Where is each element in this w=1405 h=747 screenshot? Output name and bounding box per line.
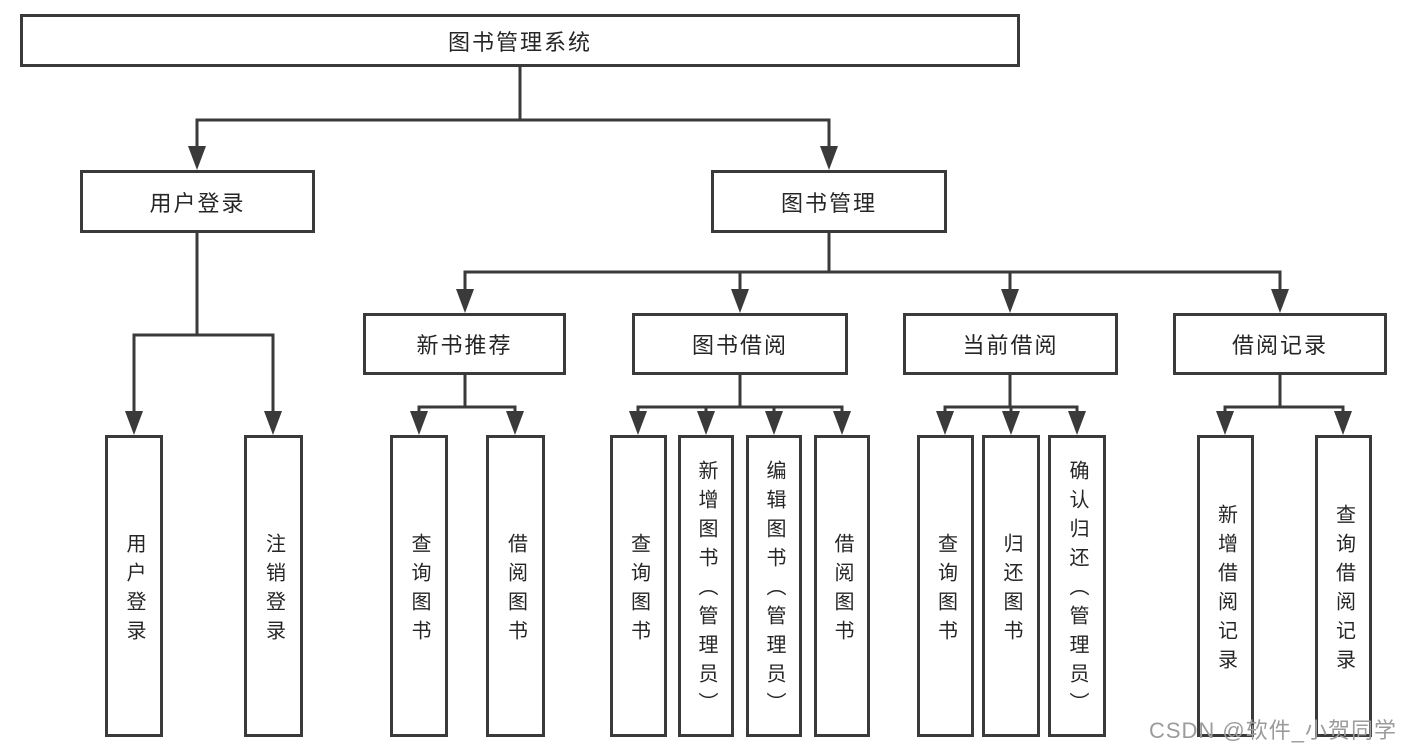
node-book-management: 图书管理 [711,170,947,233]
arrow-down-icon [1271,289,1289,313]
arrow-down-icon [820,146,838,170]
node-label: 图书管理 [780,190,877,216]
node-label: 新书推荐 [416,333,513,358]
arrow-down-icon [1216,411,1234,435]
arrow-down-icon [765,411,783,435]
leaf-logout: 注销登录 [244,435,303,737]
arrow-down-icon [264,411,282,435]
leaf-return-books: 归还图书 [982,435,1040,737]
node-label: 查询图书 [627,532,650,649]
node-current-borrowing: 当前借阅 [903,313,1118,375]
leaf-borrow-books-borrowing: 借阅图书 [814,435,870,737]
arrow-down-icon [1068,411,1086,435]
node-label: 借阅图书 [504,532,527,649]
node-root-system: 图书管理系统 [20,14,1020,67]
node-label: 新增借阅记录 [1214,503,1237,678]
csdn-watermark: CSDN @软件_小贺同学 [1148,718,1397,743]
node-label: 用户登录 [123,532,145,649]
leaf-query-books-current: 查询图书 [917,435,974,737]
node-label: 注销登录 [262,532,285,649]
node-new-book-recommend: 新书推荐 [363,313,566,375]
node-borrowing-records: 借阅记录 [1173,313,1387,375]
arrow-down-icon [629,411,647,435]
arrow-down-icon [697,411,715,435]
leaf-add-borrow-record: 新增借阅记录 [1197,435,1254,737]
node-label: 用户登录 [149,190,246,216]
node-label: 借阅记录 [1231,333,1328,358]
node-label: 归还图书 [1000,532,1022,649]
node-label: 新增图书（管理员） [695,460,717,721]
arrow-down-icon [833,411,851,435]
arrow-down-icon [1001,289,1019,313]
node-label: 查询借阅记录 [1332,503,1355,678]
connector-borrowrecords-to-leaves [1223,375,1345,425]
leaf-query-books-borrowing: 查询图书 [610,435,667,737]
arrow-down-icon [188,146,206,170]
arrow-down-icon [410,411,428,435]
node-label: 图书借阅 [691,333,788,358]
arrow-down-icon [506,411,524,435]
node-label: 借阅图书 [831,532,853,649]
node-label: 查询图书 [408,532,430,649]
node-label: 查询图书 [934,532,957,649]
leaf-edit-books-admin: 编辑图书（管理员） [746,435,802,737]
arrow-down-icon [1002,411,1020,435]
connector-userlogin-to-leaves [132,233,275,425]
leaf-confirm-return-admin: 确认归还（管理员） [1048,435,1106,737]
arrow-down-icon [456,289,474,313]
arrow-down-icon [125,411,143,435]
leaf-query-books-recommend: 查询图书 [390,435,448,737]
arrow-down-icon [1334,411,1352,435]
arrow-down-icon [731,289,749,313]
node-label: 编辑图书（管理员） [763,460,785,721]
leaf-query-borrow-record: 查询借阅记录 [1315,435,1372,737]
leaf-borrow-books-recommend: 借阅图书 [486,435,545,737]
node-label: 当前借阅 [962,333,1059,358]
connector-newbooks-to-leaves [417,375,517,425]
node-label: 图书管理系统 [447,29,592,55]
node-book-borrowing: 图书借阅 [632,313,848,375]
node-label: 确认归还（管理员） [1066,460,1088,721]
leaf-user-login: 用户登录 [105,435,163,737]
connector-root-to-level2 [195,67,831,160]
arrowheads [125,146,1352,435]
leaf-add-books-admin: 新增图书（管理员） [678,435,734,737]
node-user-login: 用户登录 [80,170,315,233]
arrow-down-icon [936,411,954,435]
connector-bookmgmt-to-level3 [463,233,1282,303]
connector-bookborrow-to-leaves [636,375,844,425]
